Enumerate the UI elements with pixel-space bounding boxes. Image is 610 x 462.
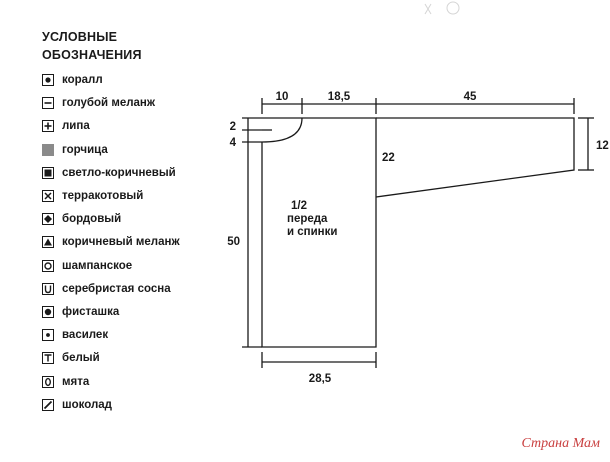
piece-label-line1: 1/2: [291, 200, 307, 212]
dim-body-length: 50: [227, 236, 240, 248]
front-neckline: [261, 117, 303, 143]
legend-item-label: шампанское: [62, 259, 133, 272]
legend-item: фисташка: [42, 304, 119, 320]
legend-item: коричневый меланж: [42, 234, 180, 250]
legend-item-label: коричневый меланж: [62, 236, 180, 249]
legend-item-label: терракотовый: [62, 190, 144, 202]
legend-item: белый: [42, 350, 100, 366]
slash-icon: [42, 398, 54, 411]
t-icon: [42, 352, 54, 365]
legend-item: бордовый: [42, 211, 121, 227]
legend-title-line2: ОБОЗНАЧЕНИЯ: [42, 48, 142, 62]
legend-item-label: шоколад: [62, 398, 112, 411]
filled-dot-icon: [42, 74, 54, 86]
filled-diamond-icon: [42, 213, 54, 226]
dim-neck-front: 4: [230, 137, 237, 149]
circle-icon: [42, 259, 54, 272]
legend-item-label: белый: [62, 352, 100, 365]
zero-icon: [42, 375, 54, 388]
legend-item: голубой меланж: [42, 95, 155, 111]
small-dot-icon: [42, 329, 54, 342]
gray-fill-icon: [42, 143, 54, 156]
legend-item: мята: [42, 374, 89, 390]
piece-label-line2: переда: [287, 213, 328, 225]
decorative-flower-icon: [424, 1, 460, 15]
legend-item-label: серебристая сосна: [62, 282, 171, 295]
dim-cuff: 12: [596, 140, 609, 152]
legend-item-label: василек: [62, 329, 109, 342]
legend-item-label: липа: [62, 120, 90, 133]
filled-triangle-icon: [42, 236, 54, 249]
body-outline: [261, 117, 377, 348]
legend-item-label: горчица: [62, 143, 108, 156]
legend-item-label: бордовый: [62, 213, 122, 226]
piece-label-line3: и спинки: [287, 226, 337, 238]
legend-item-label: светло-коричневый: [62, 166, 176, 179]
legend-item-label: коралл: [62, 74, 103, 86]
plus-icon: [42, 120, 54, 133]
legend-item: коралл: [42, 72, 103, 88]
u-icon: [42, 282, 54, 295]
legend-item: липа: [42, 118, 90, 134]
legend-item: шоколад: [42, 397, 112, 413]
dim-armhole: 22: [382, 152, 395, 164]
dim-neck-back: 2: [230, 121, 236, 133]
dim-neck-width: 10: [276, 91, 289, 103]
sleeve-outline: [375, 117, 575, 198]
legend-item: серебристая сосна: [42, 281, 171, 297]
minus-icon: [42, 97, 54, 110]
legend-item-label: фисташка: [62, 306, 120, 318]
legend-item: терракотовый: [42, 188, 143, 204]
legend-item-label: голубой меланж: [62, 97, 156, 110]
legend-item: шампанское: [42, 258, 132, 274]
legend-item: светло-коричневый: [42, 165, 176, 181]
watermark: Страна Мам: [521, 436, 601, 451]
legend-item: горчица: [42, 142, 108, 158]
filled-square-icon: [42, 166, 54, 179]
cross-icon: [42, 190, 54, 202]
dim-bottom-width: 28,5: [309, 373, 332, 385]
dim-sleeve-length: 45: [464, 91, 477, 103]
legend-item: василек: [42, 327, 108, 343]
large-dot-icon: [42, 306, 54, 318]
dim-shoulder: 18,5: [328, 91, 351, 103]
legend-title-line1: УСЛОВНЫЕ: [42, 30, 118, 44]
legend-item-label: мята: [62, 375, 90, 388]
legend-title: УСЛОВНЫЕ ОБОЗНАЧЕНИЯ: [42, 28, 142, 64]
